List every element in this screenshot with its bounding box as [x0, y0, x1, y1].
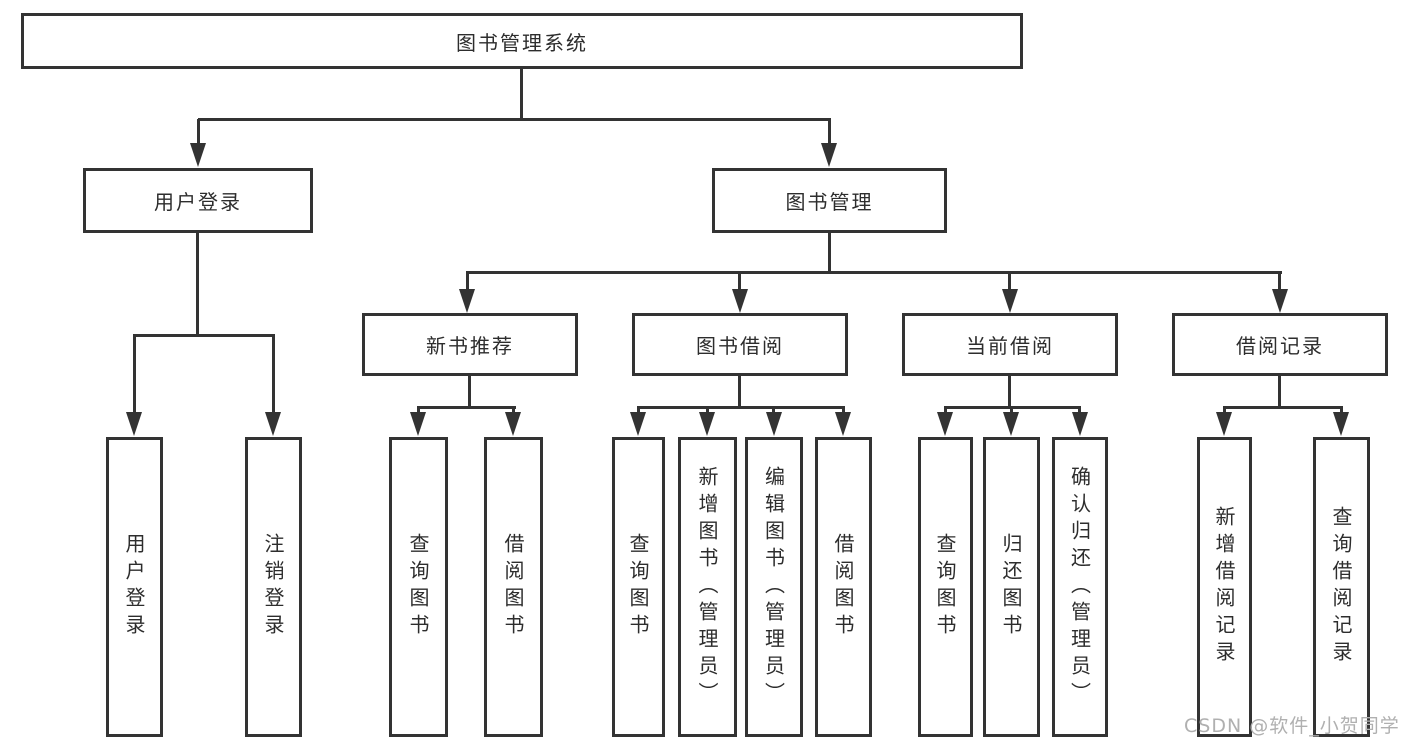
connector-borrow-leaf4-drop: [842, 406, 845, 414]
connector-borrow-stem: [738, 376, 741, 407]
arrow-down-icon: [410, 412, 426, 436]
connector-level1-hline: [198, 118, 831, 121]
leaf-add-books-admin: 新增图书（管理员）: [678, 437, 737, 737]
arrow-down-icon: [1003, 412, 1019, 436]
arrow-down-icon: [699, 412, 715, 436]
connector-current-leaf1-drop: [944, 406, 947, 414]
node-root: 图书管理系统: [21, 13, 1023, 69]
arrow-down-icon: [835, 412, 851, 436]
leaf-edit-books-admin: 编辑图书（管理员）: [745, 437, 803, 737]
arrow-down-icon: [821, 143, 837, 167]
connector-borrow-hline: [637, 406, 844, 409]
connector-root-stem: [520, 69, 523, 119]
connector-borrow-leaf2-drop: [706, 406, 709, 414]
arrow-down-icon: [1002, 289, 1018, 313]
connector-new-books-leaf1-drop: [417, 406, 420, 414]
node-new-books: 新书推荐: [362, 313, 578, 376]
arrow-down-icon: [1072, 412, 1088, 436]
arrow-down-icon: [630, 412, 646, 436]
connector-book-mgmt-stem: [828, 233, 831, 272]
leaf-logout: 注销登录: [245, 437, 302, 737]
connector-records-leaf1-drop: [1223, 406, 1226, 414]
connector-new-books-hline: [417, 406, 516, 409]
leaf-query-books-2: 查询图书: [612, 437, 665, 737]
connector-user-login-leaf1-drop: [133, 334, 136, 412]
arrow-down-icon: [126, 412, 142, 436]
node-current-borrow: 当前借阅: [902, 313, 1118, 376]
leaf-confirm-return-admin: 确认归还（管理员）: [1052, 437, 1108, 737]
watermark: CSDN @软件_小贺同学: [1184, 715, 1400, 737]
connector-borrow-leaf1-drop: [637, 406, 640, 414]
arrow-down-icon: [265, 412, 281, 436]
leaf-query-borrow-record: 查询借阅记录: [1313, 437, 1370, 737]
leaf-query-books-1: 查询图书: [389, 437, 448, 737]
node-book-borrow: 图书借阅: [632, 313, 848, 376]
connector-user-login-leaf2-drop: [272, 334, 275, 412]
leaf-query-books-3: 查询图书: [918, 437, 973, 737]
arrow-down-icon: [1272, 289, 1288, 313]
leaf-borrow-books-2: 借阅图书: [815, 437, 872, 737]
connector-user-login-stem: [196, 233, 199, 335]
leaf-user-login: 用户登录: [106, 437, 163, 737]
leaf-borrow-books-1: 借阅图书: [484, 437, 543, 737]
connector-level3-hline: [466, 271, 1282, 274]
node-user-login: 用户登录: [83, 168, 313, 233]
arrow-down-icon: [1333, 412, 1349, 436]
connector-borrow-drop: [738, 271, 741, 290]
arrow-down-icon: [732, 289, 748, 313]
arrow-down-icon: [937, 412, 953, 436]
arrow-down-icon: [190, 143, 206, 167]
connector-book-mgmt-drop: [828, 119, 831, 145]
connector-new-books-stem: [468, 376, 471, 407]
connector-user-login-drop: [197, 119, 200, 145]
connector-records-stem: [1278, 376, 1281, 407]
arrow-down-icon: [1216, 412, 1232, 436]
leaf-add-borrow-record: 新增借阅记录: [1197, 437, 1252, 737]
node-book-mgmt: 图书管理: [712, 168, 947, 233]
connector-records-drop: [1278, 271, 1281, 290]
connector-current-stem: [1008, 376, 1011, 407]
arrow-down-icon: [505, 412, 521, 436]
connector-borrow-leaf3-drop: [772, 406, 775, 414]
connector-new-books-leaf2-drop: [512, 406, 515, 414]
connector-current-leaf3-drop: [1078, 406, 1081, 414]
connector-current-drop: [1008, 271, 1011, 290]
connector-records-leaf2-drop: [1340, 406, 1343, 414]
connector-new-books-drop: [466, 271, 469, 290]
connector-records-hline: [1223, 406, 1342, 409]
arrow-down-icon: [766, 412, 782, 436]
node-borrow-records: 借阅记录: [1172, 313, 1388, 376]
connector-user-login-hline: [133, 334, 274, 337]
leaf-return-books: 归还图书: [983, 437, 1040, 737]
connector-current-leaf2-drop: [1010, 406, 1013, 414]
arrow-down-icon: [459, 289, 475, 313]
